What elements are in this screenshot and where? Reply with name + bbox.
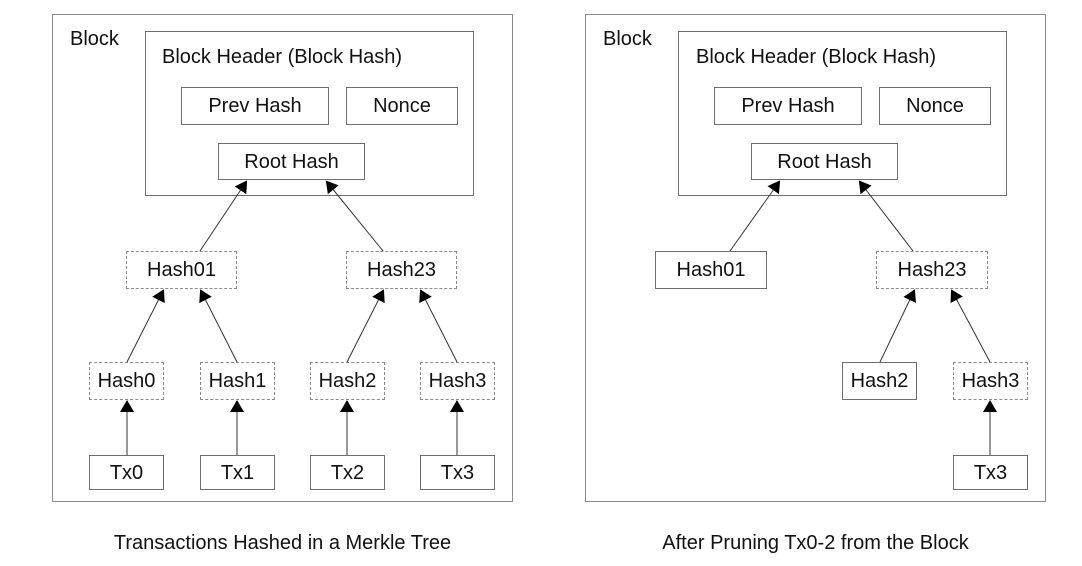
right-block-label: Block [603,28,652,50]
right-block-header-title: Block Header (Block Hash) [696,46,937,68]
left-block-header-title: Block Header (Block Hash) [162,46,403,68]
right-tx3-box: Tx3 [953,455,1028,490]
right-root-hash-box: Root Hash [751,143,898,180]
right-hash23-box: Hash23 [876,251,988,289]
left-prev-hash-box: Prev Hash [181,87,329,125]
right-hash2-box: Hash2 [842,362,917,400]
left-tx1-box: Tx1 [200,455,275,490]
left-block-label: Block [70,28,119,50]
left-hash1-box: Hash1 [200,362,275,400]
left-tx3-box: Tx3 [420,455,495,490]
left-tx2-box: Tx2 [310,455,385,490]
left-caption: Transactions Hashed in a Merkle Tree [113,532,452,554]
right-prev-hash-box: Prev Hash [714,87,862,125]
left-hash0-box: Hash0 [89,362,164,400]
right-hash01-box: Hash01 [655,251,767,289]
left-hash01-box: Hash01 [126,251,237,289]
left-hash2-box: Hash2 [310,362,385,400]
left-tx0-box: Tx0 [89,455,164,490]
right-hash3-box: Hash3 [953,362,1028,400]
left-hash3-box: Hash3 [420,362,495,400]
left-hash23-box: Hash23 [346,251,457,289]
right-caption: After Pruning Tx0-2 from the Block [662,532,969,554]
right-nonce-box: Nonce [879,87,991,125]
left-root-hash-box: Root Hash [218,143,365,180]
left-nonce-box: Nonce [346,87,458,125]
